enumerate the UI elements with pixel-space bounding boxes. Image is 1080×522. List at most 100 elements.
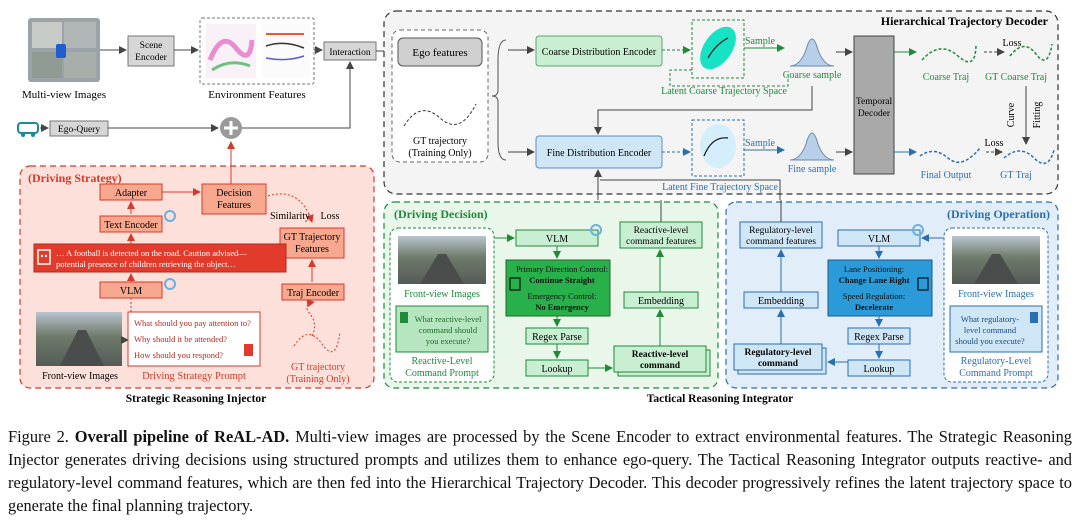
document-icon [1030,312,1038,323]
question-1: What should you pay attention to? [134,318,251,328]
gt-coarse-traj-curve [1009,43,1053,61]
similarity-label: Similarity [270,211,310,222]
document-icon [244,344,253,356]
gear-icon [590,224,602,236]
final-output-label: Final Output [921,170,972,181]
gt-coarse-traj-label: GT Coarse Traj [985,72,1047,83]
operation-question-box [949,305,1043,353]
operation-question-line1: What regulatory- [961,314,1019,324]
temporal-decoder-line2: Decoder [858,109,891,119]
speed-label: Speed Regulation: [843,291,906,301]
gear-icon [164,278,176,290]
text-encoder-label: Text Encoder [104,220,158,231]
reactive-features-line2: command features [626,236,696,247]
fine-latent-blob [700,124,736,168]
regulatory-features-line2: command features [746,236,816,247]
robot-icon [37,249,51,265]
hierarchical-title: Hierarchical Trajectory Decoder [881,14,1049,28]
emergency-label: Emergency Control: [527,291,596,301]
reactive-features-box [619,221,703,249]
decision-regex-label: Regex Parse [532,332,582,343]
gt-traj-features-line1: GT Trajectory [284,232,341,243]
ego-features-box [397,37,483,67]
env-features-label: Environment Features [208,89,305,101]
strategy-vlm-label: VLM [120,286,142,297]
operation-output-box [827,259,933,317]
operation-title: (Driving Operation) [947,207,1050,221]
primary-direction-label: Primary Direction Control: [516,264,608,274]
ego-features-label: Ego features [412,47,467,59]
add-icon [220,117,242,139]
gt-traj-curve [1003,149,1055,165]
interaction-label: Interaction [329,48,370,58]
reactive-command-line2: command [640,361,681,371]
regulatory-features-line1: Regulatory-level [749,226,813,236]
decision-front-view-image [398,236,486,284]
decision-features-line2: Features [217,200,251,211]
coarse-sample-curve [789,38,835,67]
regulatory-command-box [733,343,823,371]
scene-encoder-line1: Scene [140,41,163,51]
primary-direction-value: Continue Straight [529,275,595,285]
decision-vlm-label: VLM [546,234,568,245]
figure-caption: Figure 2. Overall pipeline of ReAL-AD. M… [8,425,1072,517]
operation-front-view-label: Front-view Images [958,289,1034,300]
strategy-front-view-label: Front-view Images [42,371,118,382]
coarse-sample-label: Coarse sample [783,70,842,81]
decision-embedding-label: Embedding [638,296,684,307]
reactive-features-line1: Reactive-level [634,226,689,236]
strategy-front-view-image [36,312,122,366]
decision-embedding-box [623,291,699,309]
reactive-command-box [613,345,707,373]
gt-traj-features-line2: Features [295,244,329,255]
scene-encoder-box [127,35,175,67]
ego-query-label: Ego-Query [58,125,100,135]
gear-icon [164,210,176,222]
document-icon [400,312,408,323]
coarse-encoder-label: Coarse Distribution Encoder [542,47,657,58]
operation-vlm-label: VLM [868,234,890,245]
strategy-loss-label: Loss [321,211,340,222]
decision-question-line2: command should [419,325,478,335]
coarse-encoder-box [535,35,663,67]
traj-encoder-label: Traj Encoder [287,288,340,299]
question-2: Why should it be attended? [134,334,227,344]
multiview-label: Multi-view Images [22,89,106,101]
gt-traj-features-box [279,227,345,259]
decision-lookup-label: Lookup [541,364,572,375]
regulatory-command-line1: Regulatory-level [744,348,811,358]
operation-regex-label: Regex Parse [854,332,904,343]
fine-sample-curve [789,132,835,161]
scene-encoder-line2: Encoder [135,53,167,63]
gt-traj-label: GT Traj [1000,170,1032,181]
speed-value: Decelerate [855,302,893,312]
gt-trajectory-line2: (Training Only) [408,148,471,159]
operation-embedding-label: Embedding [758,296,804,307]
sample-bottom-label: Sample [745,138,776,149]
emergency-value: No Emergency [535,302,589,312]
tactical-module-label: Tactical Reasoning Integrator [647,393,794,405]
decision-question-line1: What reactive-level [415,314,482,324]
response-box [33,243,287,273]
operation-question-line2: level command [964,325,1017,335]
strategy-gt-line2: (Training Only) [286,374,349,385]
curve-fitting-line2: Fitting [1032,102,1043,129]
strategic-module-label: Strategic Reasoning Injector [126,393,267,405]
decision-title: (Driving Decision) [394,207,488,221]
loss-bottom-label: Loss [985,138,1004,149]
latent-fine-label: Latent Fine Trajectory Space [662,182,778,193]
curve-fitting-line1: Curve [1006,102,1017,127]
operation-front-view-image [952,236,1040,284]
caption-text: Multi-view images are processed by the S… [8,427,1072,515]
lane-value: Change Lane Right [839,275,910,285]
decision-features-box [201,183,267,215]
decision-front-view-label: Front-view Images [404,289,480,300]
adapter-label: Adapter [115,188,148,199]
loss-top-label: Loss [1003,38,1022,49]
operation-prompt-line2: Command Prompt [959,368,1033,379]
decision-prompt-line1: Reactive-Level [411,356,472,367]
decision-prompt-line2: Command Prompt [405,368,479,379]
latent-coarse-label: Latent Coarse Trajectory Space [661,86,787,97]
caption-bold: Overall pipeline of ReAL-AD. [74,427,290,446]
text-encoder-box [99,215,163,233]
